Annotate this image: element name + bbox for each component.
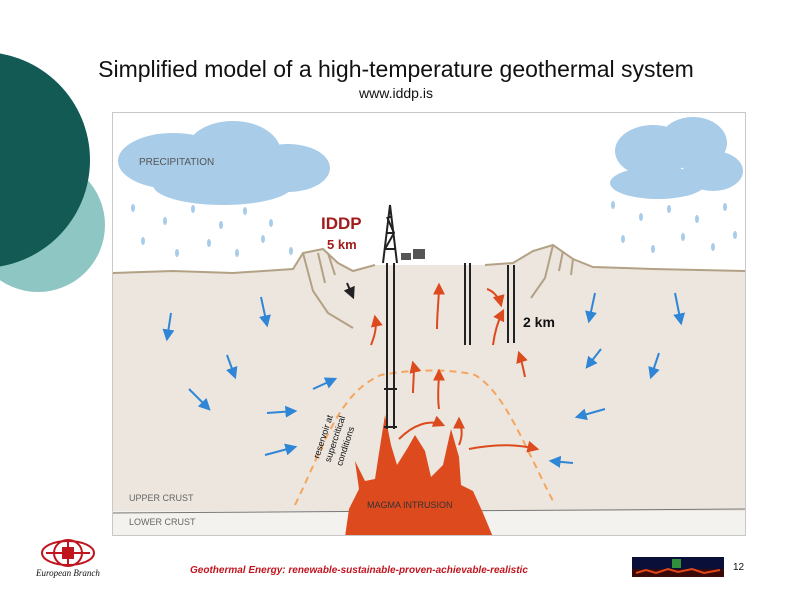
- production-well-1: [464, 263, 471, 345]
- ground: [113, 249, 375, 535]
- cold-water-arrows: [162, 292, 686, 468]
- drilling-rig: [382, 204, 398, 264]
- iddp-label: IDDP: [321, 214, 362, 233]
- rig-machinery: [401, 249, 425, 260]
- iddp-well: [384, 263, 397, 429]
- lower-crust-label: LOWER CRUST: [129, 517, 196, 527]
- slide-subtitle: www.iddp.is: [359, 85, 433, 101]
- cloud-right: [610, 117, 743, 199]
- upper-crust-label: UPPER CRUST: [129, 493, 194, 503]
- magma-intrusion: [345, 415, 493, 535]
- iddp-depth-label: 5 km: [327, 237, 357, 252]
- decor-circle-dark: [0, 53, 90, 267]
- fault-right: [530, 244, 574, 299]
- magma-label: MAGMA INTRUSION: [367, 500, 453, 510]
- fault-left: [302, 252, 354, 329]
- rain-drops: [131, 201, 737, 257]
- footer-branch: European Branch: [36, 568, 100, 578]
- association-logo: [41, 539, 95, 567]
- precipitation-label: PRECIPITATION: [139, 157, 214, 168]
- geothermal-diagram: PRECIPITATION IDDP 5 km 2 km reservoir a…: [112, 112, 746, 536]
- fault-arrow: [343, 282, 355, 300]
- lava-thumbnail: [632, 557, 724, 577]
- slide-decoration: [0, 53, 105, 292]
- hot-fluid-arrows: [370, 282, 540, 453]
- production-well-2: [507, 265, 515, 343]
- fault-left-2: [317, 252, 336, 284]
- footer-tagline: Geothermal Energy: renewable-sustainable…: [190, 565, 528, 576]
- slide-title: Simplified model of a high-temperature g…: [98, 56, 694, 82]
- well-depth-label: 2 km: [523, 314, 555, 330]
- page-number: 12: [733, 562, 745, 573]
- cloud-left: [118, 121, 330, 205]
- reservoir-outline: [294, 369, 556, 506]
- ground-right: [485, 245, 745, 535]
